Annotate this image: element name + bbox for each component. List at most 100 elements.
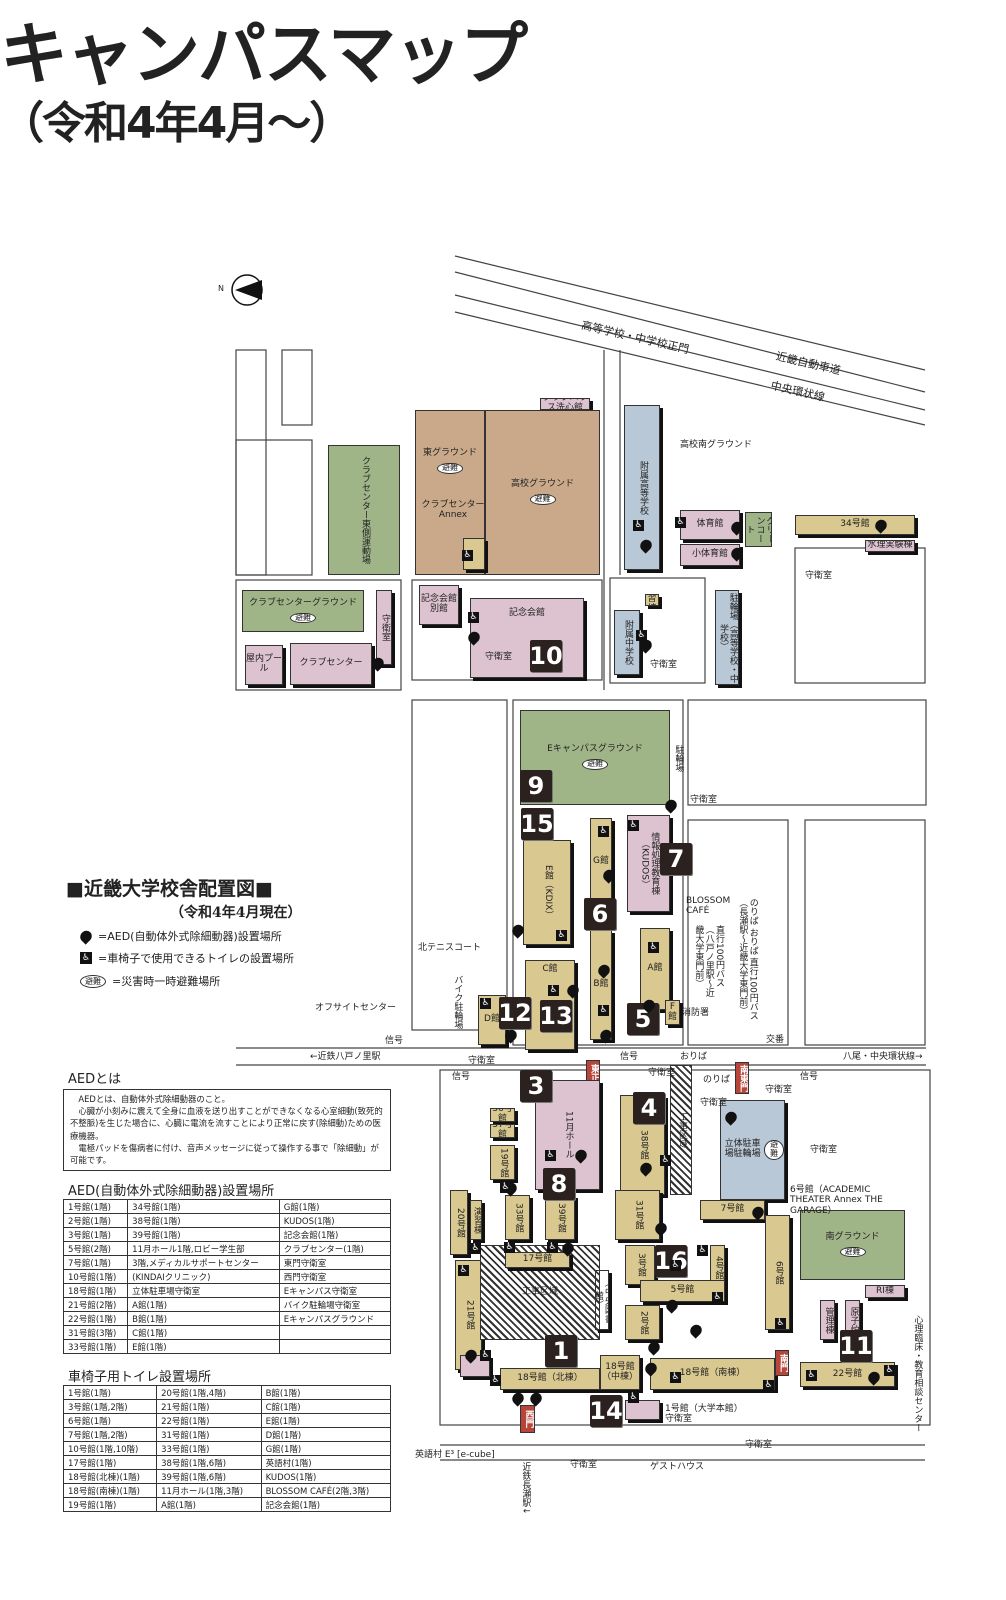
building-label: F館 — [667, 1001, 677, 1022]
map-label-honkan: 1号館（大学本館）守衛室 — [665, 1404, 743, 1425]
table-row: 1号館(1階)34号館(1階)G館(1階) — [62, 1199, 392, 1214]
table-cell: G館(1階) — [278, 1199, 392, 1214]
wheelchair-toilet-icon: ♿ — [458, 1265, 469, 1276]
map-label-guesthouse: ゲストハウス — [650, 1462, 705, 1472]
wheelchair-toilet-icon: ♿ — [775, 1318, 786, 1329]
building-label: A館 — [647, 963, 663, 974]
building-guard-cc: 守衛室 — [376, 590, 392, 665]
building-number-badge: 6 — [584, 898, 616, 930]
table-cell: 21号館(2階) — [62, 1297, 129, 1312]
wheelchair-toilet-icon: ♿ — [628, 1392, 639, 1403]
evacuation-site-icon: 避難 — [764, 1140, 784, 1160]
building-b20: 20号館 — [450, 1190, 468, 1255]
page-title: キャンパスマップ — [0, 16, 528, 95]
building-number-badge: 3 — [520, 1070, 552, 1102]
building-label: 南グラウンド — [825, 1231, 880, 1242]
building-label: 記念会館別館 — [420, 594, 457, 614]
map-label-offsite: オフサイトセンター — [315, 1003, 397, 1013]
building-b36: 36号館 — [490, 1108, 515, 1122]
building-number-badge: 12 — [498, 997, 532, 1029]
building-b-kan: B館 — [590, 930, 612, 1040]
map-label-guard11: 守衛室 — [700, 1098, 728, 1108]
table-cell: 10号館(1階,10階) — [62, 1441, 158, 1456]
building-hydro: 水理実験棟 — [865, 540, 915, 552]
table-cell: KUDOS(1階) — [260, 1469, 392, 1484]
building-label: 記念会館 — [508, 608, 545, 618]
table-cell: A館(1階) — [127, 1297, 280, 1312]
building-south-gate: 南門 — [775, 1350, 789, 1376]
map-label-guard4: 守衛室 — [690, 795, 718, 805]
table-cell: 3号館(1階,2階) — [62, 1399, 158, 1414]
table-cell: 6号館(1階) — [62, 1413, 158, 1428]
map-label-ecube: 英語村 E³ [e-cube] — [415, 1450, 495, 1460]
table-cell: 33号館(1階) — [62, 1339, 129, 1354]
building-label: B館 — [593, 979, 609, 990]
table-cell: E館(1階) — [260, 1413, 392, 1428]
building-b33: 33号館 — [505, 1195, 530, 1240]
building-b3: 3号館 — [625, 1245, 655, 1285]
building-hs: 附属高等学校 — [624, 405, 660, 570]
building-label: 工事区域 — [521, 1286, 558, 1297]
table-cell: 英語村(1階) — [260, 1455, 392, 1470]
wheelchair-toilet-icon: ♿ — [556, 930, 567, 941]
building-label: 4号館 — [713, 1255, 724, 1280]
legend-aed: =AED(自動体外式除細動器)設置場所 — [77, 927, 282, 945]
wheelchair-toilet-icon: ♿ — [670, 1372, 681, 1383]
building-label: クラブハウス洗心館 — [542, 398, 588, 410]
building-a-kan: A館 — [640, 928, 670, 1010]
wheelchair-toilet-icon: ♿ — [504, 1242, 515, 1253]
building-label: 36号館 — [492, 1108, 513, 1122]
building-label: 小体育館 — [691, 549, 728, 560]
table-row: 19号館(1階)A館(1階)記念会館(1階) — [62, 1497, 392, 1512]
building-label: 附属中学校 — [622, 620, 633, 665]
table-row: 18号館(南棟)(1階)11月ホール(1階,3階)BLOSSOM CAFÉ(2階… — [62, 1483, 392, 1498]
table-cell: E館(1階) — [127, 1339, 280, 1354]
table-cell: 10号館(1階) — [62, 1269, 129, 1284]
building-number-badge: 1 — [545, 1335, 577, 1367]
evacuation-icon: 避難 — [80, 974, 106, 988]
building-label: 東正門 — [588, 1063, 599, 1091]
aed-locations-table: 1号館(1階)34号館(1階)G館(1階)2号館(1階)38号館(1階)KUDO… — [62, 1199, 392, 1354]
wc-locations-title: 車椅子用トイレ設置場所 — [68, 1370, 212, 1385]
table-cell: 22号館(1階) — [156, 1413, 262, 1428]
table-cell: D館(1階) — [260, 1427, 392, 1442]
map-label-north-tennis: 北テニスコート — [418, 943, 482, 953]
building-b18m: 18号館（中棟） — [600, 1355, 640, 1390]
evacuation-site-icon: 避難 — [839, 1246, 866, 1258]
building-label: 守衛室 — [379, 614, 390, 641]
building-label: 原子炉 — [848, 1306, 859, 1334]
wheelchair-toilet-icon: ♿ — [598, 826, 609, 837]
building-small-gym: 小体育館 — [680, 544, 740, 566]
road-label-bottom: 近鉄長瀬駅↓ — [520, 1462, 531, 1515]
building-label: C館 — [542, 964, 558, 974]
building-label: 37号館 — [492, 1124, 513, 1138]
building-ri: RI棟 — [865, 1285, 905, 1298]
map-label-guard2: 守衛室 — [650, 660, 678, 670]
table-cell: 22号館(1階) — [62, 1311, 129, 1326]
table-cell: 19号館(1階) — [62, 1497, 158, 1512]
map-label-blossom: BLOSSOM CAFÉ — [686, 896, 731, 917]
building-number-badge: 9 — [520, 770, 552, 802]
building-number-badge: 4 — [633, 1092, 665, 1124]
table-cell: 20号館(1階,4階) — [156, 1385, 262, 1400]
table-cell: 34号館(1階) — [127, 1199, 280, 1214]
table-cell: 7号館(1階) — [62, 1255, 129, 1270]
building-number-badge: 10 — [529, 640, 563, 672]
building-cc-east-field: クラブセンター東側運動場 — [328, 445, 400, 575]
table-cell: B館(1階) — [127, 1311, 280, 1326]
building-label: 演習棟 — [471, 1206, 482, 1234]
building-pool: 屋内プール — [245, 645, 283, 685]
building-label: 31号館 — [633, 1200, 644, 1230]
building-guesthouse-bldg — [625, 1400, 660, 1420]
map-label-signal: 信号 — [620, 1052, 639, 1062]
building-number-badge: 7 — [660, 843, 692, 875]
building-jhs: 附属中学校 — [614, 610, 640, 675]
wheelchair-toilet-icon: ♿ — [763, 1380, 774, 1391]
table-row: 7号館(1階,2階)31号館(1階)D館(1階) — [62, 1427, 392, 1442]
table-cell: G館(1階) — [260, 1441, 392, 1456]
table-cell: 1号館(1階) — [62, 1199, 129, 1214]
building-b17: 17号館 — [505, 1252, 570, 1268]
legend-wc-text: =車椅子で使用できるトイレの設置場所 — [98, 952, 294, 965]
table-row: 3号館(1階,2階)21号館(1階)C館(1階) — [62, 1399, 392, 1414]
building-label: 7号館 — [720, 1204, 745, 1215]
